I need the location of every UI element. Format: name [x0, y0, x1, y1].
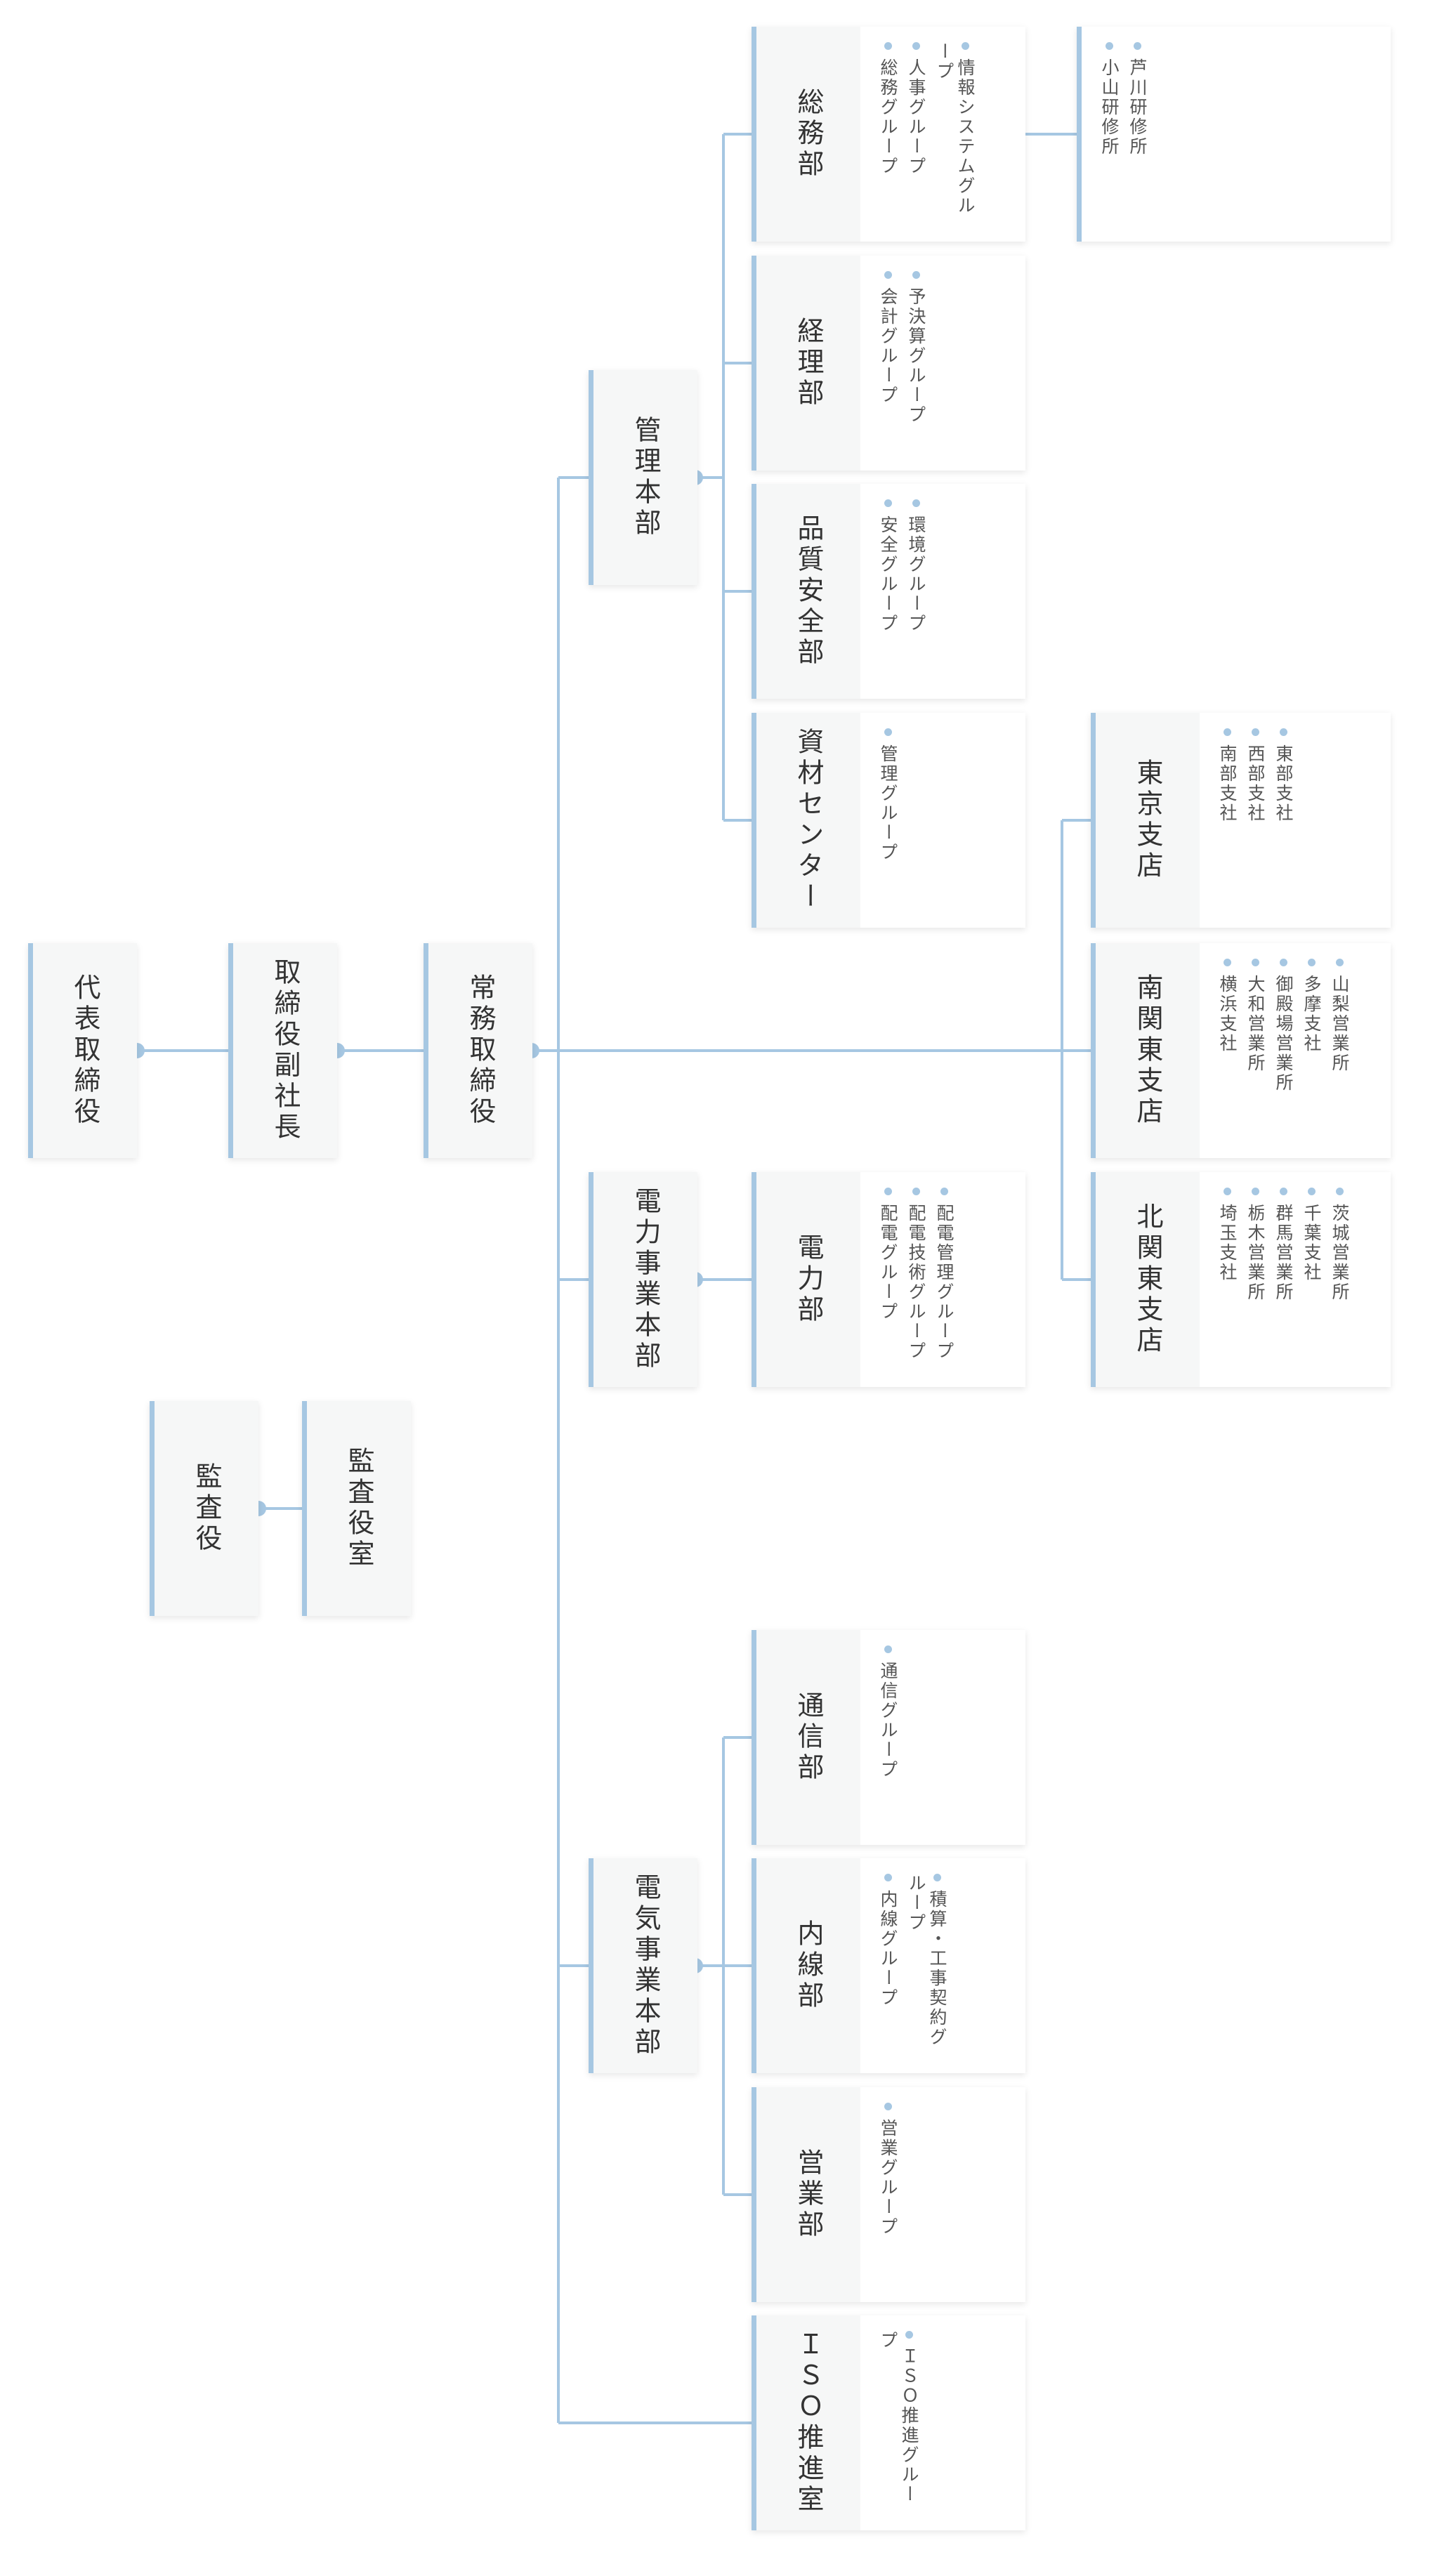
box-managing-director: 常務取締役	[424, 943, 532, 1158]
group-item: 安全グループ	[877, 499, 898, 689]
group-item: 予決算グループ	[905, 271, 926, 461]
dept-title: 内線部	[793, 1919, 824, 2012]
box-management-division: 管理本部	[589, 370, 697, 585]
dept-general-affairs: 総務部 情報システムグループ 人事グループ 総務グループ	[752, 27, 1025, 242]
group-item: 小山研修所	[1098, 42, 1120, 232]
group-list: 環境グループ 安全グループ	[860, 484, 1025, 699]
office-list: 茨城営業所 千葉支社 群馬営業所 栃木営業所 埼玉支社	[1200, 1172, 1391, 1387]
group-list: ＩＳＯ推進グループ	[860, 2315, 1025, 2530]
dept-title: 営業部	[793, 2148, 824, 2241]
group-list: 管理グループ	[860, 713, 1025, 928]
office-item: 東部支社	[1273, 728, 1294, 918]
group-item: 管理グループ	[877, 728, 898, 918]
dept-interior-wiring: 内線部 積算・工事契約グループ 内線グループ	[752, 1858, 1025, 2073]
dept-materials: 資材センター 管理グループ	[752, 713, 1025, 928]
group-list: 小山研修所 芦川研修所	[1082, 27, 1391, 242]
dept-title: 品質安全部	[793, 514, 824, 669]
group-list: 積算・工事契約グループ 内線グループ	[860, 1858, 1025, 2073]
dept-iso: ＩＳＯ推進室 ＩＳＯ推進グループ	[752, 2315, 1025, 2530]
dept-title: 通信部	[793, 1691, 824, 1784]
group-list: 営業グループ	[860, 2087, 1025, 2302]
office-item: 横浜支社	[1216, 959, 1238, 1148]
office-item: 栃木営業所	[1245, 1188, 1266, 1377]
office-list: 山梨営業所 多摩支社 御殿場営業所 大和営業所 横浜支社	[1200, 943, 1391, 1158]
group-item: 会計グループ	[877, 271, 898, 461]
box-title: 常務取締役	[465, 973, 496, 1128]
training-centers: 小山研修所 芦川研修所	[1077, 27, 1391, 242]
box-title: 監査役	[191, 1462, 222, 1555]
dept-title: ＩＳＯ推進室	[793, 2330, 824, 2516]
group-list: 配電管理グループ 配電技術グループ 配電グループ	[860, 1172, 1025, 1387]
group-list: 予決算グループ 会計グループ	[860, 256, 1025, 471]
group-item: 人事グループ	[905, 42, 926, 232]
office-item: 千葉支社	[1301, 1188, 1322, 1377]
branch-south-kanto: 南関東支店 山梨営業所 多摩支社 御殿場営業所 大和営業所 横浜支社	[1091, 943, 1391, 1158]
office-list: 東部支社 西部支社 南部支社	[1200, 713, 1391, 928]
branch-tokyo: 東京支店 東部支社 西部支社 南部支社	[1091, 713, 1391, 928]
group-item: 環境グループ	[905, 499, 926, 689]
box-title: 管理本部	[630, 416, 661, 539]
office-item: 埼玉支社	[1216, 1188, 1238, 1377]
dept-title: 電力部	[793, 1233, 824, 1326]
group-item: 配電管理グループ	[933, 1188, 955, 1377]
group-item: 内線グループ	[877, 1874, 898, 2063]
group-item: 通信グループ	[877, 1645, 898, 1835]
group-list: 情報システムグループ 人事グループ 総務グループ	[860, 27, 1025, 242]
dept-power: 電力部 配電管理グループ 配電技術グループ 配電グループ	[752, 1172, 1025, 1387]
box-title: 電気事業本部	[630, 1873, 661, 2058]
dept-telecom: 通信部 通信グループ	[752, 1630, 1025, 1845]
office-item: 西部支社	[1245, 728, 1266, 918]
box-title: 代表取締役	[70, 973, 100, 1128]
dept-accounting: 経理部 予決算グループ 会計グループ	[752, 256, 1025, 471]
group-item: 総務グループ	[877, 42, 898, 232]
office-item: 南部支社	[1216, 728, 1238, 918]
office-item: 茨城営業所	[1329, 1188, 1350, 1377]
branch-title: 北関東支店	[1132, 1202, 1163, 1357]
box-president: 代表取締役	[28, 943, 137, 1158]
group-item: 積算・工事契約グループ	[905, 1874, 947, 2063]
group-item: 情報システムグループ	[933, 42, 976, 232]
group-list: 通信グループ	[860, 1630, 1025, 1845]
group-item: 配電技術グループ	[905, 1188, 926, 1377]
office-item: 多摩支社	[1301, 959, 1322, 1148]
group-item: 配電グループ	[877, 1188, 898, 1377]
dept-title: 経理部	[793, 317, 824, 409]
box-power-business-division: 電力事業本部	[589, 1172, 697, 1387]
box-title: 電力事業本部	[630, 1187, 661, 1372]
box-title: 取締役副社長	[270, 958, 301, 1143]
office-item: 群馬営業所	[1273, 1188, 1294, 1377]
group-item: 営業グループ	[877, 2103, 898, 2292]
dept-sales: 営業部 営業グループ	[752, 2087, 1025, 2302]
office-item: 御殿場営業所	[1273, 959, 1294, 1148]
box-audit-office: 監査役室	[302, 1401, 411, 1616]
box-electric-business-division: 電気事業本部	[589, 1858, 697, 2073]
dept-title: 資材センター	[793, 728, 824, 913]
dept-title: 総務部	[793, 88, 824, 180]
box-auditor: 監査役	[150, 1401, 258, 1616]
branch-title: 東京支店	[1132, 758, 1163, 882]
branch-north-kanto: 北関東支店 茨城営業所 千葉支社 群馬営業所 栃木営業所 埼玉支社	[1091, 1172, 1391, 1387]
office-item: 山梨営業所	[1329, 959, 1350, 1148]
box-vice-president: 取締役副社長	[228, 943, 337, 1158]
branch-title: 南関東支店	[1132, 973, 1163, 1128]
dept-quality-safety: 品質安全部 環境グループ 安全グループ	[752, 484, 1025, 699]
group-item: 芦川研修所	[1127, 42, 1148, 232]
box-title: 監査役室	[343, 1447, 374, 1570]
group-item: ＩＳＯ推進グループ	[877, 2331, 919, 2521]
office-item: 大和営業所	[1245, 959, 1266, 1148]
